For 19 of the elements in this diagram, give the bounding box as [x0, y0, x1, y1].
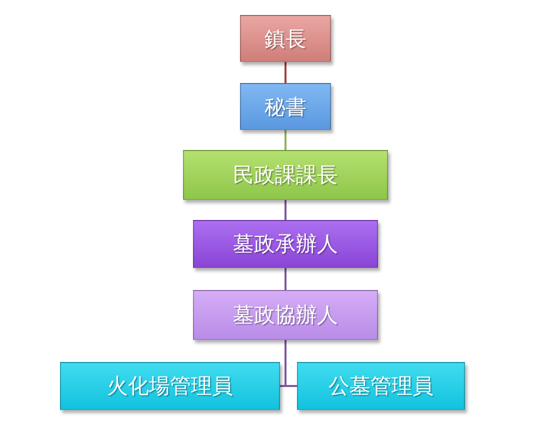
- connector-line: [284, 340, 297, 387]
- role-title: 火化場管理員: [107, 373, 233, 400]
- role-title: 鎮長: [264, 26, 306, 52]
- org-box: [240, 83, 331, 130]
- org-box: [193, 290, 378, 340]
- role-title: 墓政協辦人: [233, 302, 338, 329]
- connector-line: [284, 62, 286, 83]
- role-title: 公墓管理員: [328, 373, 434, 400]
- role-title: 民政課課長: [233, 162, 338, 189]
- connector-line: [284, 200, 286, 220]
- role-title: 墓政承辦人: [233, 231, 338, 258]
- org-box: [297, 362, 465, 410]
- connector-line: [284, 130, 286, 150]
- org-box: [183, 150, 388, 200]
- role-title: 秘書: [264, 94, 306, 120]
- connector-line: [284, 268, 286, 290]
- org-box: [60, 362, 280, 410]
- org-box: [240, 15, 331, 62]
- org-box: [193, 220, 378, 268]
